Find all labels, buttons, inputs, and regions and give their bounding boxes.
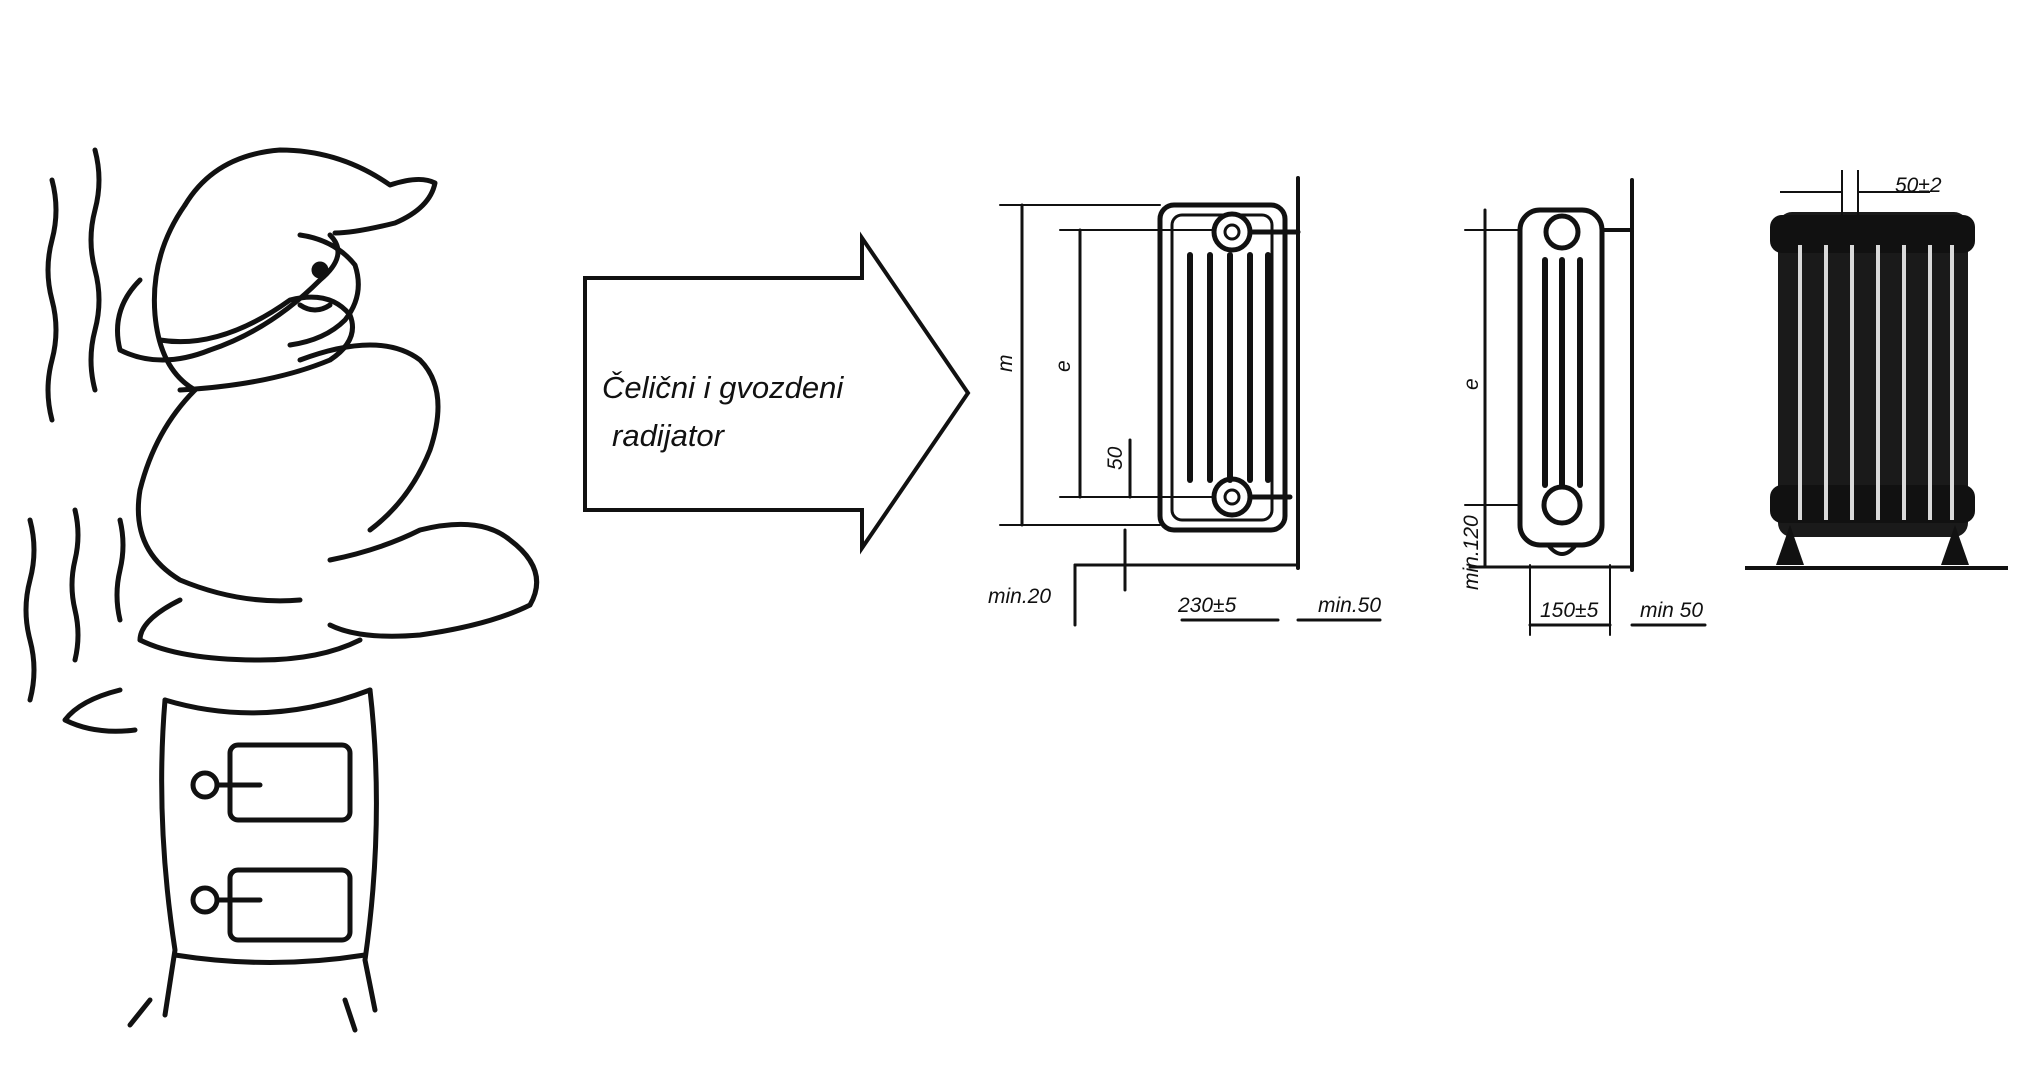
dim-label-pitch-50: 50±2 <box>1895 174 1942 197</box>
dim-label-min20: min.20 <box>988 585 1051 608</box>
dim-label-min50-narrow: min 50 <box>1640 599 1703 622</box>
arrow-label-line2: radijator <box>612 418 726 453</box>
radiator-front-view-drawing: 50±2 <box>1745 170 2008 570</box>
narrow-view-labels: e min.120 150±5 min 50 <box>1460 378 1703 622</box>
arrow-callout: Čelični i gvozdeni radijator <box>583 231 971 555</box>
arrow-shape <box>583 231 971 555</box>
dim-label-50: 50 <box>1104 446 1127 470</box>
side-view-labels: m e 50 min.20 230±5 min.50 <box>988 355 1381 618</box>
cold-man-on-stove-illustration <box>23 147 540 1033</box>
dim-label-depth-150: 150±5 <box>1540 599 1599 622</box>
dim-label-m: m <box>994 355 1017 373</box>
arrow-label-line1: Čelični i gvozdeni <box>602 370 844 405</box>
radiator-side-view-drawing <box>999 176 1382 627</box>
dim-label-e-narrow: e <box>1460 378 1483 390</box>
dim-label-depth-230: 230±5 <box>1177 594 1237 617</box>
dim-label-min50-side: min.50 <box>1318 594 1381 617</box>
dim-label-min120: min.120 <box>1460 515 1483 590</box>
radiator-narrow-view-drawing <box>1464 178 1707 636</box>
dim-label-e: e <box>1052 360 1075 372</box>
